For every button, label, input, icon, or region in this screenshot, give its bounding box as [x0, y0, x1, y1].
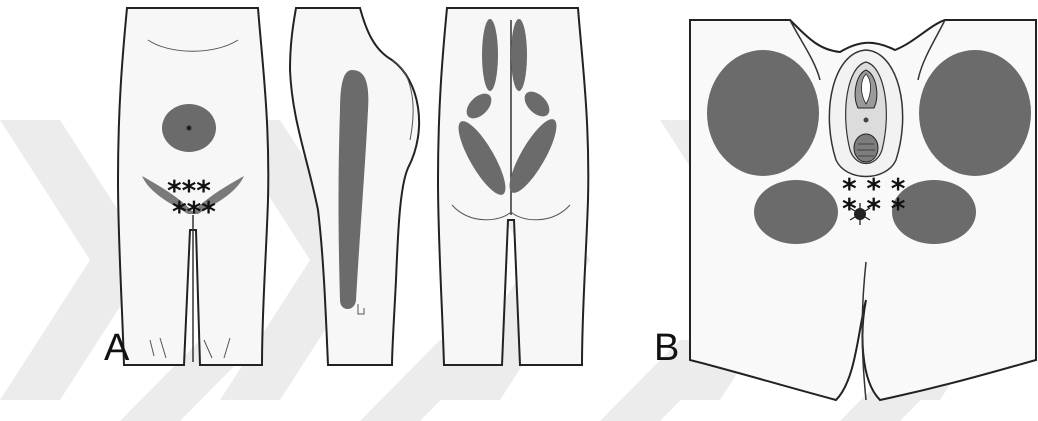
back-upper-right-region — [511, 19, 527, 91]
front-view: *** *** A — [104, 8, 268, 369]
perineal-lower-left-region — [754, 180, 838, 244]
panel-b-label: B — [654, 327, 679, 369]
front-asterisks-row2: *** — [172, 195, 216, 228]
panel-b: * * * * * * B — [654, 20, 1036, 400]
perineal-upper-left-region — [707, 50, 819, 176]
panel-a-label: A — [104, 327, 130, 369]
perineal-upper-right-region — [919, 50, 1031, 176]
back-upper-left-region — [482, 19, 498, 91]
vulva-schematic — [829, 50, 902, 177]
